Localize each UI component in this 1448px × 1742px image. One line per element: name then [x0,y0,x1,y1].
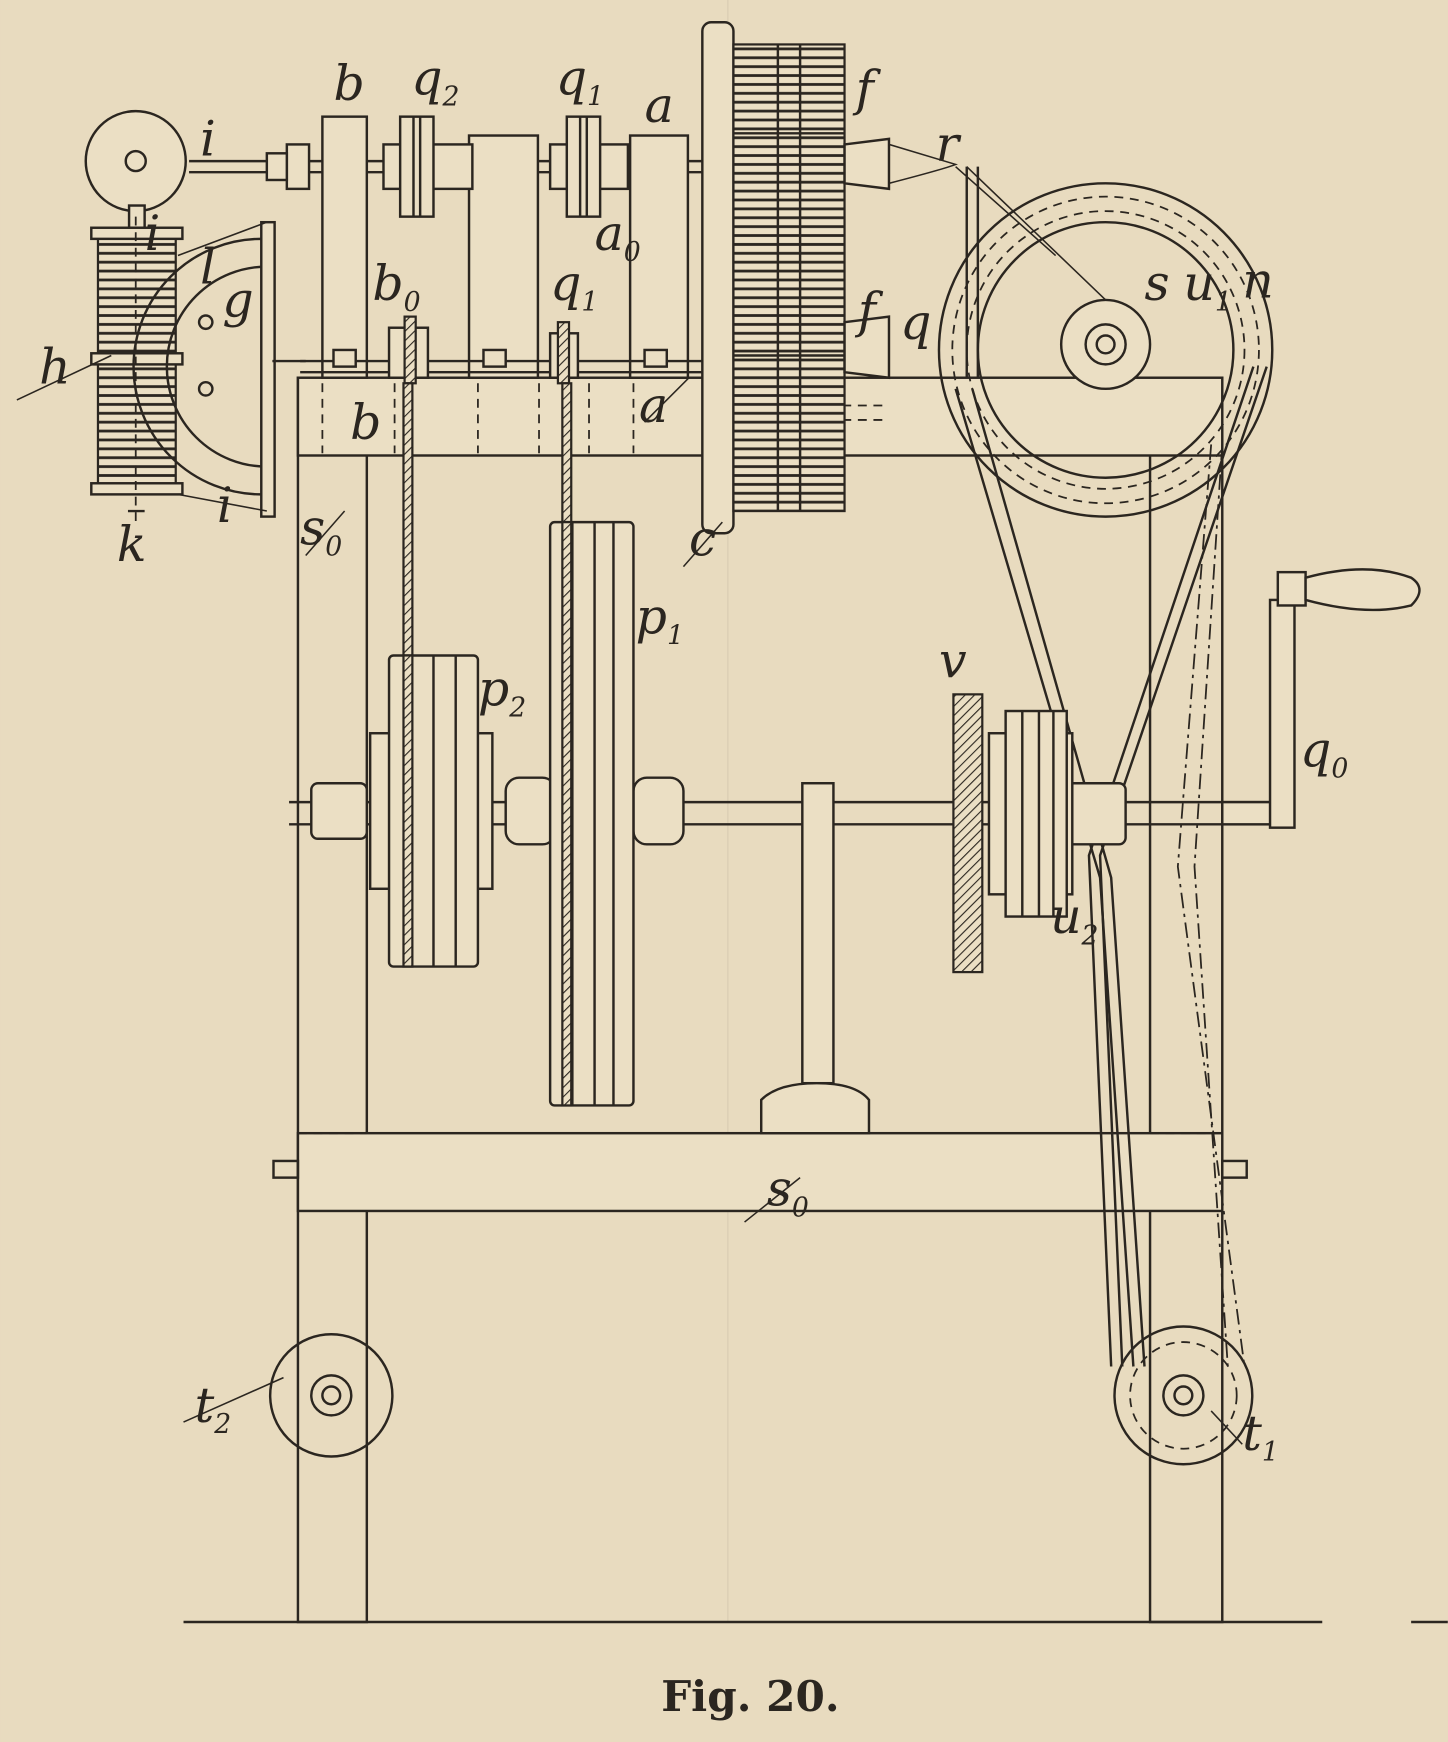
guide-g [132,220,306,518]
label-n: n [1242,253,1273,310]
label-i-low: i [217,477,233,534]
leader-lines [16,354,1243,1445]
label-l: l [200,238,216,295]
label-s: s [1145,255,1170,312]
pulley-q2 [382,115,474,218]
label-b-low: b [350,394,381,451]
pulley-v [952,693,1074,974]
drum-c [701,20,958,535]
figure-caption: Fig. 20. [661,1671,839,1721]
label-q2: q2 [411,49,459,112]
belts [954,366,1268,1367]
pulley-p1 [548,520,635,1107]
upper-shaft [189,115,712,385]
label-s0-top: s0 [300,499,342,562]
label-p2: p2 [478,660,526,723]
stand [759,782,871,1135]
cord-q1 [561,382,573,529]
label-k: k [117,516,147,573]
label-q1-top: q1 [556,49,604,112]
pulley-q1-top [548,115,630,218]
wheel-i [84,109,187,229]
label-q0: q0 [1300,722,1348,785]
label-u1: u1 [1183,255,1231,318]
label-i-mid: i [145,205,161,262]
label-a0: a0 [595,205,641,268]
cord-b [402,382,414,663]
label-t1: t1 [1242,1405,1279,1468]
label-q: q [900,294,931,351]
label-q1-mid: q1 [550,255,598,318]
spool-h [90,216,184,523]
label-i-top: i [200,111,216,168]
label-a-low: a [639,377,668,434]
label-s0-low: s0 [767,1160,809,1223]
label-b-top: b [333,55,364,112]
label-t2: t2 [195,1377,232,1440]
wheel-n [937,166,1274,518]
pulley-p2 [368,654,494,968]
label-a-top: a [645,77,674,134]
label-g: g [222,272,253,329]
crank-q0 [1221,568,1421,829]
wheel-t1 [1113,1325,1254,1466]
label-b0: b0 [372,255,420,318]
label-u2: u2 [1050,888,1098,951]
wheel-t2 [268,1333,394,1458]
label-h: h [39,338,70,395]
label-p1: p1 [636,588,684,651]
label-v: v [939,633,967,690]
label-r: r [936,116,962,173]
label-c: c [689,510,716,567]
